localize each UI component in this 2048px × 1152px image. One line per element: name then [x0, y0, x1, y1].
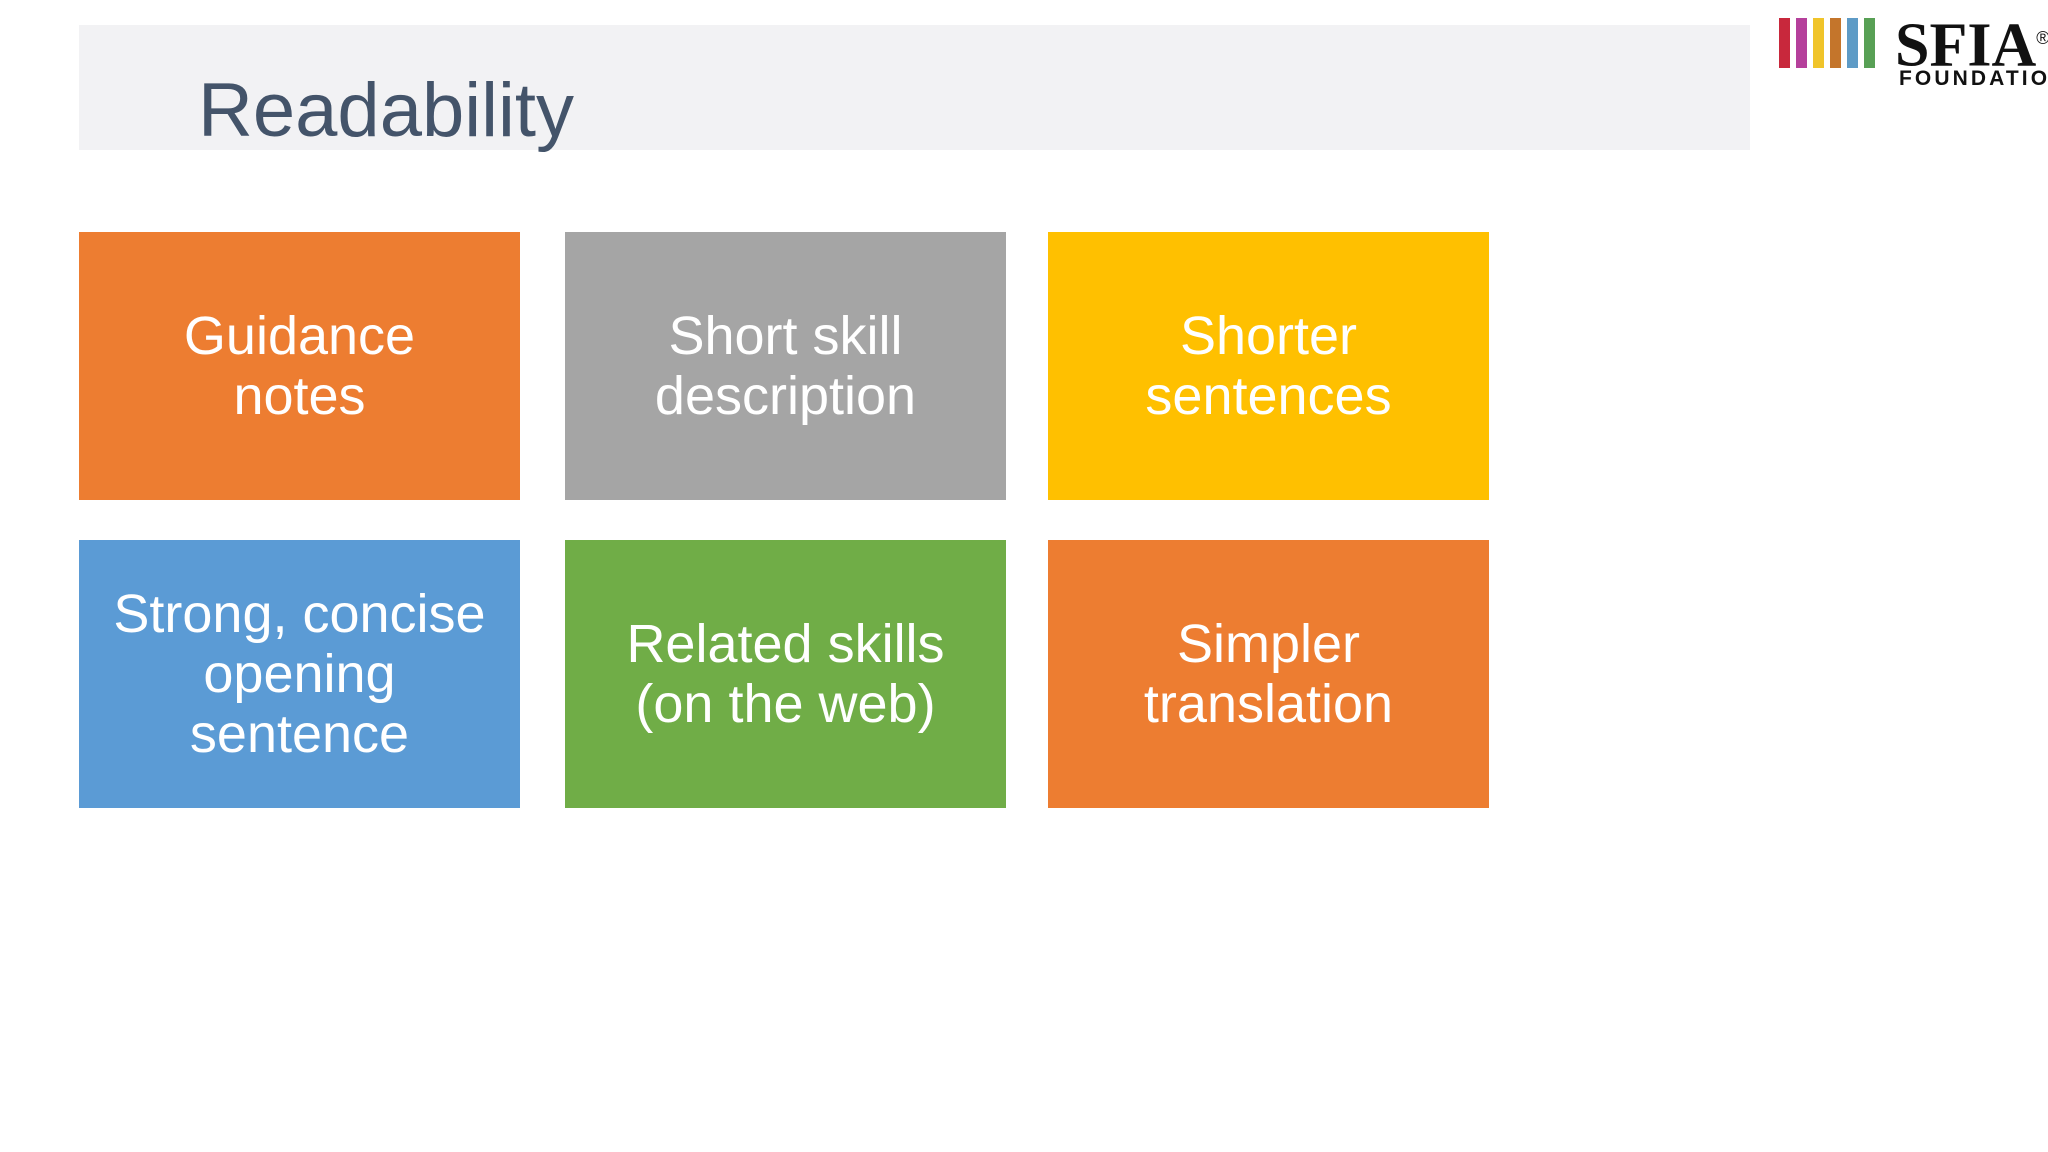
content-box-label: Simpler translation [1143, 614, 1394, 734]
logo-wordmark-text: SFIA [1895, 11, 2037, 80]
registered-trademark-icon: ® [2036, 28, 2048, 48]
logo-subtitle: FOUNDATION [1899, 67, 2048, 90]
content-box-shorter-sentences[interactable]: Shorter sentences [1048, 232, 1489, 500]
content-box-strong-concise-opening-sentence[interactable]: Strong, concise opening sentence [79, 540, 520, 808]
logo-bar-2 [1796, 18, 1807, 68]
logo-bar-5 [1847, 18, 1858, 68]
content-box-label: Shorter sentences [1145, 306, 1392, 426]
title-band: Readability [79, 25, 1750, 153]
content-box-label: Related skills (on the web) [626, 614, 945, 734]
content-box-label: Strong, concise opening sentence [113, 584, 486, 764]
logo-bar-6 [1864, 18, 1875, 68]
content-box-guidance-notes[interactable]: Guidance notes [79, 232, 520, 500]
content-box-simpler-translation[interactable]: Simpler translation [1048, 540, 1489, 808]
sfia-foundation-logo: SFIA® FOUNDATION [1779, 10, 2048, 92]
page-title: Readability [198, 68, 574, 153]
logo-bar-4 [1830, 18, 1841, 68]
content-box-label: Short skill description [654, 306, 917, 426]
logo-bar-1 [1779, 18, 1790, 68]
content-box-related-skills[interactable]: Related skills (on the web) [565, 540, 1006, 808]
content-box-short-skill-description[interactable]: Short skill description [565, 232, 1006, 500]
content-box-label: Guidance notes [183, 306, 416, 426]
logo-bar-3 [1813, 18, 1824, 68]
logo-color-bars-icon [1779, 18, 1883, 68]
logo-wordmark: SFIA® [1895, 2, 2048, 82]
